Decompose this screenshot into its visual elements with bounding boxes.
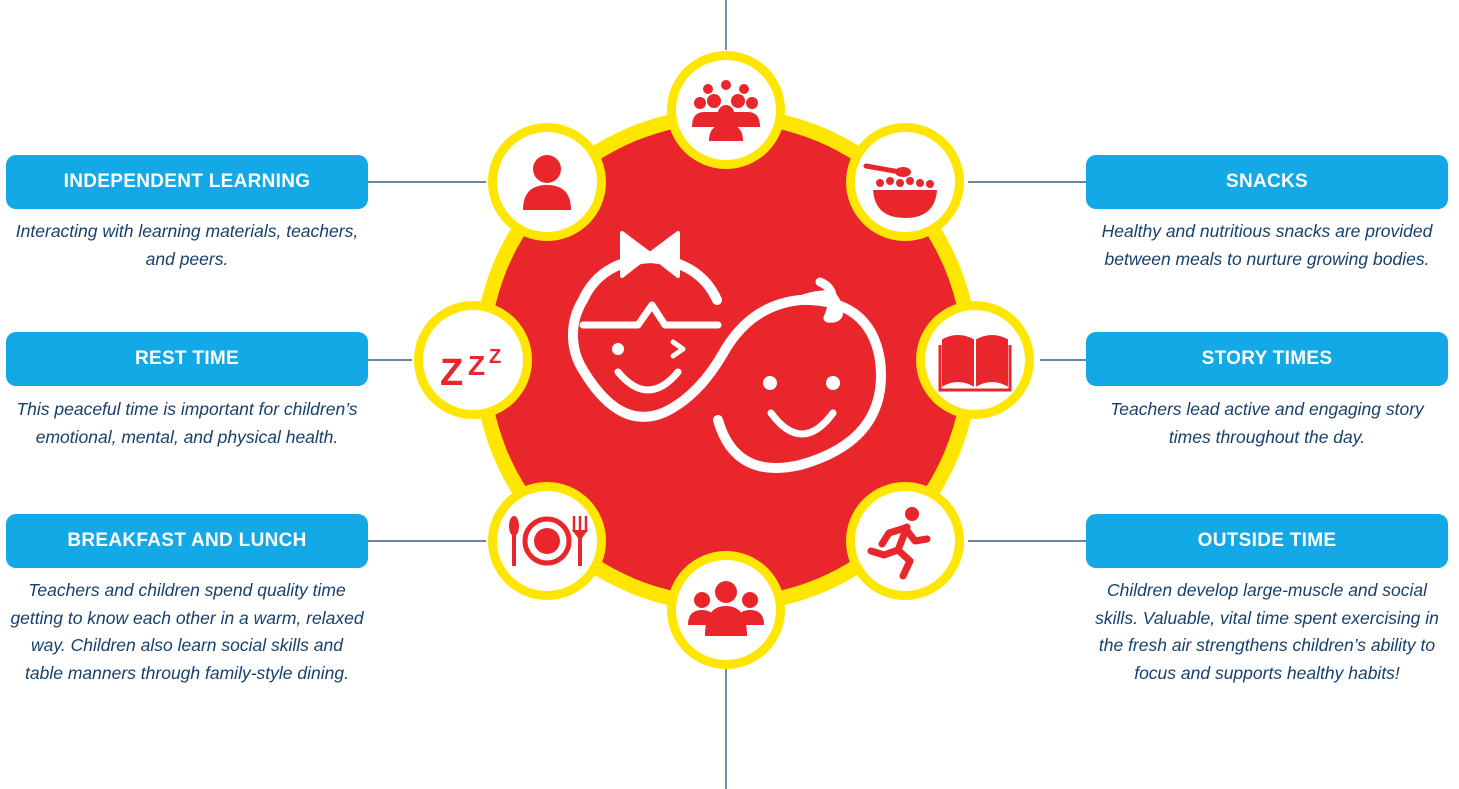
plate-and-cutlery-icon-badge [488,482,606,600]
connector-lines [368,0,1086,789]
running-child-icon-badge [846,482,964,600]
person-icon [523,155,571,210]
outside-time-title: OUTSIDE TIME [1086,514,1448,568]
running-child-icon [867,507,931,580]
breakfast-and-lunch-description: Teachers and children spend quality time… [10,580,364,683]
outside-time-description: Children develop large-muscle and social… [1095,580,1439,683]
open-book-icon [938,335,1012,392]
bowl-and-spoon-icon-badge [846,123,964,241]
rest-time-description: This peaceful time is important for chil… [16,399,358,447]
small-group-icon-badge [667,551,785,669]
independent-learning-description: Interacting with learning materials, tea… [15,221,359,269]
story-times-description: Teachers lead active and engaging story … [1110,399,1424,447]
boy-and-girl-faces-icon [568,231,886,473]
independent-learning-title: INDEPENDENT LEARNING [6,155,368,209]
plate-and-cutlery-icon [509,516,588,566]
zzz-icon-badge: Z Z Z [414,301,532,419]
large-group-icon [692,80,760,141]
large-group-icon-badge [667,51,785,169]
zzz-icon: Z Z Z [440,346,501,394]
story-times-title: STORY TIMES [1086,332,1448,386]
svg-text:Z: Z [468,350,485,381]
svg-text:Z: Z [489,346,501,368]
snacks-description: Healthy and nutritious snacks are provid… [1101,221,1433,269]
breakfast-and-lunch-title: BREAKFAST AND LUNCH [6,514,368,568]
person-icon-badge [488,123,606,241]
bowl-and-spoon-icon [863,163,937,218]
rest-time-title: REST TIME [6,332,368,386]
small-group-icon [688,581,764,636]
svg-text:Z: Z [440,352,463,394]
snacks-title: SNACKS [1086,155,1448,209]
open-book-icon-badge [916,301,1034,419]
